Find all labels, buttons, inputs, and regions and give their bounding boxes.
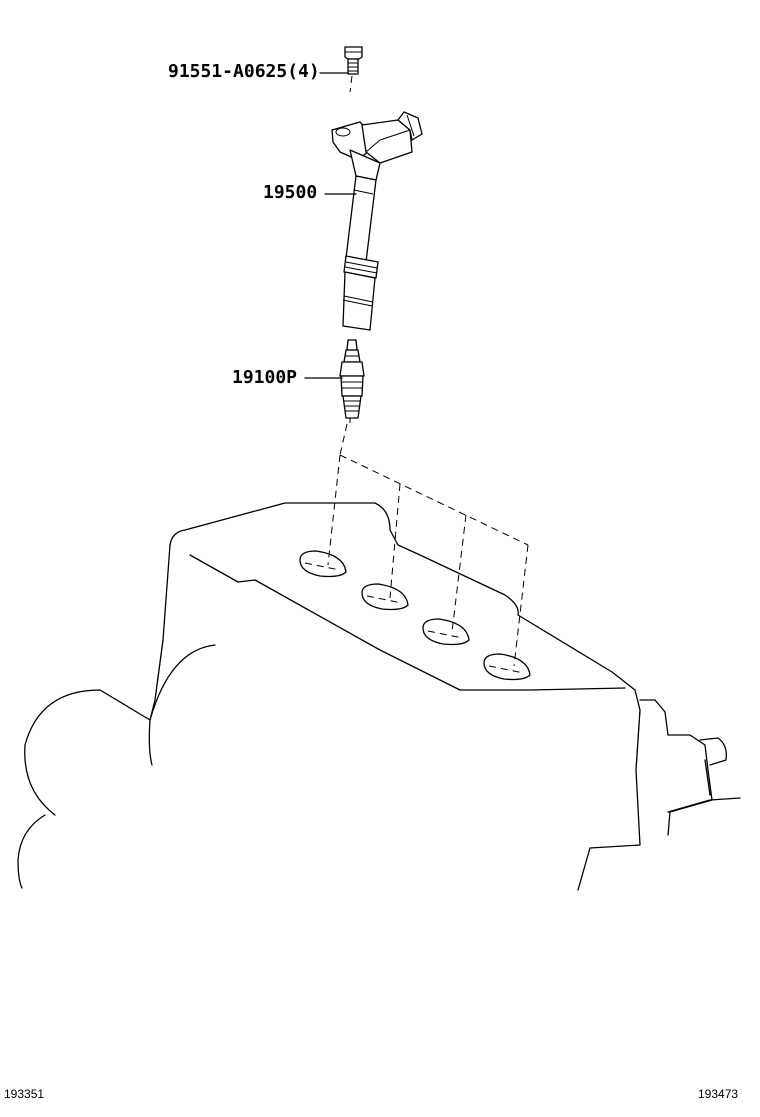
bolt-icon[interactable] [344,46,363,93]
ignition-coil-part-number[interactable]: 19500 [263,182,318,203]
cylinder-head-icon [17,502,741,891]
footer-right-id: 193473 [698,1087,739,1101]
spark-plug-holes [299,550,531,681]
footer-left-id: 193351 [4,1087,45,1101]
ignition-coil-icon[interactable] [331,111,423,331]
spark-plug-part-number[interactable]: 19100P [232,367,298,388]
spark-plug-icon[interactable] [339,339,365,423]
assembly-guide-lines [327,423,529,667]
bolt-part-number[interactable]: 91551-A0625(4) [168,61,320,82]
